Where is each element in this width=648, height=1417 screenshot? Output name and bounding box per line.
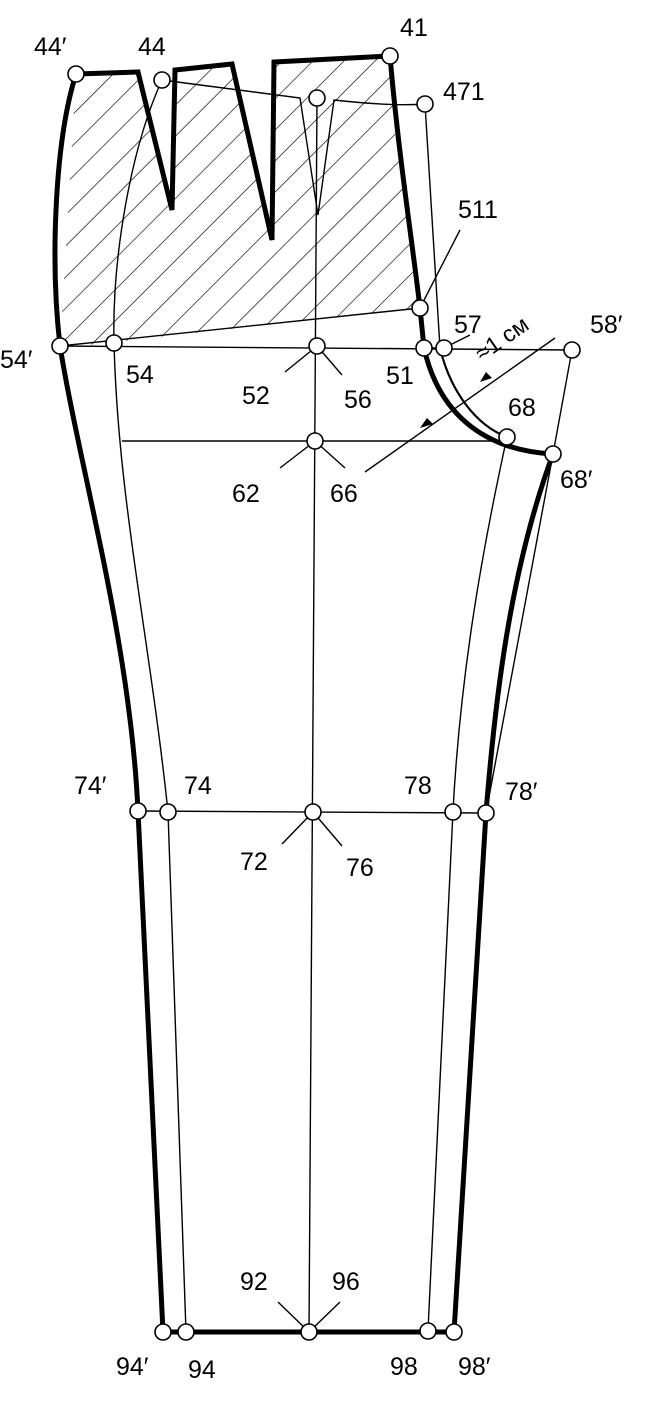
- marker-54: [105, 334, 123, 352]
- marker-94p: [154, 1323, 172, 1341]
- marker-68: [498, 428, 516, 446]
- label-52: 52: [242, 382, 270, 410]
- back-side-seam: [52, 73, 166, 1333]
- label-94: 94: [188, 1356, 216, 1384]
- marker-74p: [129, 802, 147, 820]
- measure-arrows: [420, 372, 492, 428]
- front-side-upper: [424, 103, 441, 349]
- label-44p: 44′: [34, 33, 67, 61]
- marker-52: [308, 337, 326, 355]
- label-66: 66: [330, 480, 358, 508]
- arrow-head-lower: [420, 418, 433, 428]
- marker-41: [381, 47, 399, 65]
- marker-511: [411, 299, 429, 317]
- marker-44: [153, 71, 171, 89]
- marker-78p: [477, 804, 495, 822]
- label-94p: 94′: [116, 1353, 149, 1381]
- label-76: 76: [346, 854, 374, 882]
- marker-54p: [51, 337, 69, 355]
- marker-98: [419, 1322, 437, 1340]
- marker-78: [444, 803, 462, 821]
- point-511-pointer: [419, 229, 461, 309]
- label-68: 68: [508, 394, 536, 422]
- marker-51: [415, 339, 433, 357]
- label-511: 511: [458, 196, 498, 224]
- label-51: 51: [386, 362, 414, 390]
- label-98: 98: [390, 1353, 418, 1381]
- arrow-head-upper: [480, 372, 492, 382]
- marker-94: [177, 1323, 195, 1341]
- marker-471: [416, 95, 434, 113]
- point-markers: [51, 47, 581, 1341]
- marker-57: [435, 339, 453, 357]
- label-54: 54: [126, 361, 154, 389]
- label-56: 56: [344, 386, 372, 414]
- label-78: 78: [404, 772, 432, 800]
- back-waist-darts: [75, 53, 391, 241]
- label-78p: 78′: [505, 778, 538, 806]
- measure-1cm-line: [364, 337, 556, 473]
- label-92: 92: [240, 1268, 268, 1296]
- label-41: 41: [400, 14, 428, 42]
- point-labels: 44′ 44 41 471 511 54′ 54 57 58′ 52 56 51…: [0, 14, 623, 1384]
- label-98p: 98′: [458, 1353, 491, 1381]
- label-58p: 58′: [590, 311, 623, 339]
- marker-68p: [544, 445, 562, 463]
- front-waist-line: [161, 79, 426, 216]
- label-44: 44: [138, 33, 166, 61]
- marker-44p: [67, 65, 85, 83]
- marker-92: [300, 1323, 318, 1341]
- center-grain-line: [308, 97, 318, 1333]
- label-96: 96: [332, 1268, 360, 1296]
- label-74: 74: [184, 772, 212, 800]
- marker-waist-center: [308, 89, 326, 107]
- front-side-seam: [113, 79, 187, 1333]
- front-inseam: [427, 436, 508, 1331]
- front-crotch-curve: [438, 347, 508, 439]
- label-471: 471: [443, 78, 485, 106]
- marker-62: [306, 432, 324, 450]
- marker-58p: [563, 341, 581, 359]
- back-inseam: [451, 453, 556, 1333]
- label-74p: 74′: [74, 772, 107, 800]
- label-72: 72: [240, 848, 268, 876]
- marker-98p: [445, 1323, 463, 1341]
- label-54p: 54′: [0, 346, 33, 374]
- label-62: 62: [232, 480, 260, 508]
- marker-72: [304, 803, 322, 821]
- marker-74: [159, 803, 177, 821]
- label-57: 57: [454, 311, 482, 339]
- label-68p: 68′: [560, 466, 593, 494]
